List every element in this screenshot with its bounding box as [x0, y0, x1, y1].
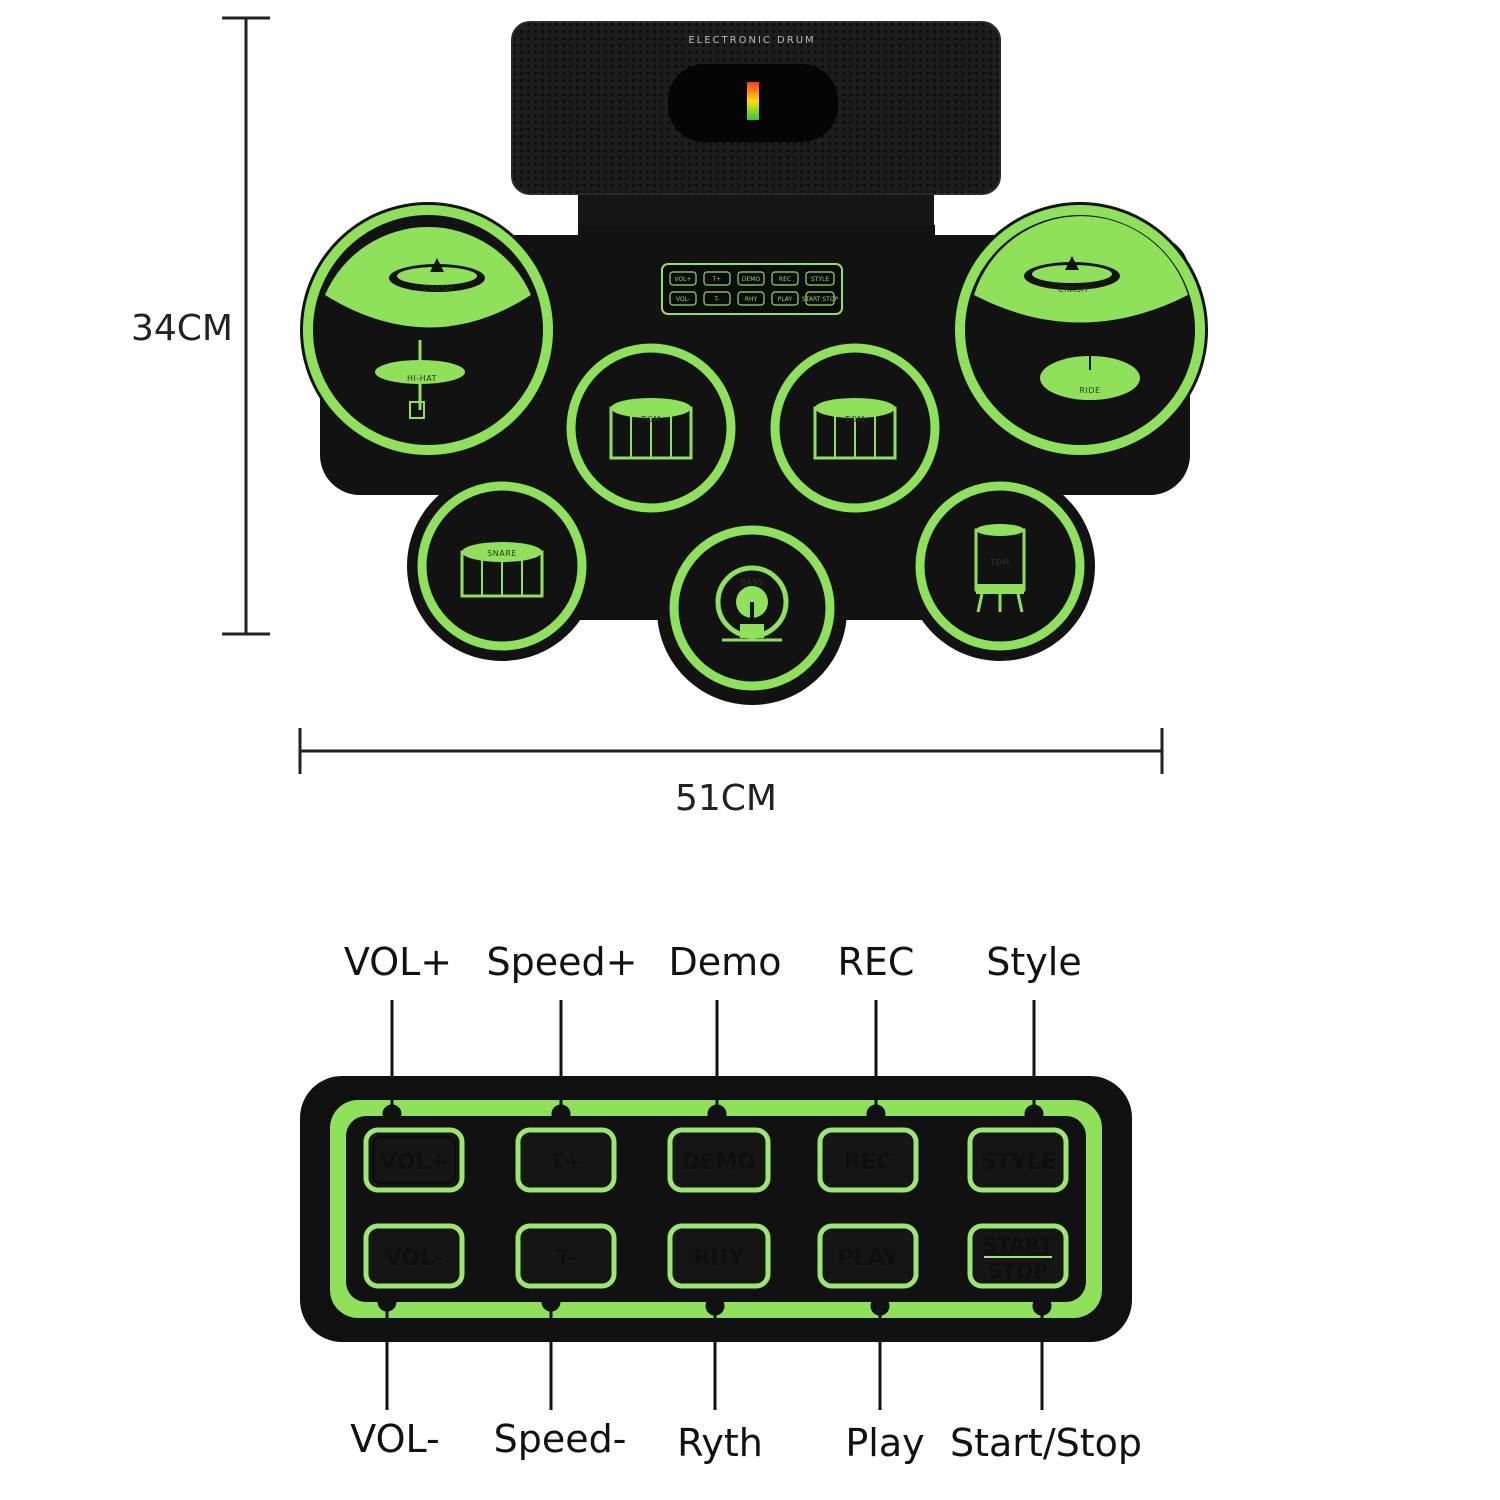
callouts-bottom — [377, 1292, 1052, 1410]
pad-label-tom-1: TOM — [640, 415, 661, 424]
pad-tom-1[interactable]: TOM — [566, 343, 736, 513]
bottom-button-start-stop[interactable]: START STOP — [967, 1223, 1069, 1289]
pad-label-bass: BASS — [740, 578, 763, 587]
mini-label-play: PLAY — [778, 296, 793, 303]
button-label-style: STYLE — [980, 1150, 1056, 1175]
width-dimension: 51CM — [298, 728, 1164, 819]
button-label-rhy: RHY — [693, 1246, 745, 1271]
callouts-top — [382, 1000, 1044, 1124]
mini-label-vol-minus: VOL- — [676, 296, 690, 303]
speaker-label: ELECTRONIC DRUM — [688, 35, 815, 46]
pad-crash-ride-right[interactable]: CRASH RIDE — [955, 205, 1205, 455]
callout-rec: REC — [838, 940, 915, 984]
height-dimension: 34CM — [131, 16, 270, 636]
callout-vol-minus: VOL- — [350, 1417, 439, 1461]
callout-speed-plus: Speed+ — [487, 940, 638, 984]
mini-buttons-bottom: VOL- T- RHY PLAY START STOP — [669, 291, 839, 306]
pad-label-crash-right: CRASH — [1058, 285, 1088, 294]
mini-label-rhy: RHY — [745, 296, 758, 303]
mini-label-style: STYLE — [811, 276, 829, 283]
callout-ryth: Ryth — [677, 1421, 763, 1465]
pad-tom-2[interactable]: TOM — [770, 343, 940, 513]
mini-label-demo: DEMO — [742, 276, 761, 283]
pad-bass[interactable]: BASS — [669, 525, 835, 691]
mini-label-start-stop: START STOP — [802, 296, 839, 303]
top-button-style[interactable]: STYLE — [967, 1127, 1069, 1193]
callout-play: Play — [845, 1421, 924, 1465]
button-label-start: START — [983, 1233, 1053, 1257]
bottom-button-t-minus[interactable]: T- — [515, 1223, 617, 1289]
mini-label-vol-plus: VOL+ — [674, 276, 691, 283]
bottom-button-play[interactable]: PLAY — [817, 1223, 919, 1289]
height-label: 34CM — [131, 308, 233, 349]
pad-label-tom-2: TOM — [844, 415, 865, 424]
button-label-t-plus: T+ — [549, 1150, 582, 1175]
button-label-vol-minus: VOL- — [385, 1246, 444, 1271]
level-meter — [747, 82, 759, 120]
top-button-vol-plus[interactable]: VOL+ — [363, 1127, 465, 1193]
callout-demo: Demo — [669, 940, 782, 984]
pad-label-snare: SNARE — [487, 549, 517, 558]
mini-label-t-minus: T- — [713, 296, 719, 303]
speaker-unit: ELECTRONIC DRUM — [511, 21, 1001, 250]
width-label: 51CM — [675, 778, 777, 819]
callout-style: Style — [986, 940, 1081, 984]
pad-floor-tom[interactable]: TOM — [915, 481, 1085, 651]
button-label-vol-plus: VOL+ — [380, 1150, 448, 1175]
mini-label-t-plus: T+ — [712, 276, 722, 283]
button-label-rec: REC — [844, 1150, 892, 1175]
top-button-t-plus[interactable]: T+ — [515, 1127, 617, 1193]
mini-buttons-top: VOL+ T+ DEMO REC STYLE — [669, 271, 835, 286]
top-button-demo[interactable]: DEMO — [667, 1127, 771, 1193]
bottom-button-rhy[interactable]: RHY — [667, 1223, 771, 1289]
pad-label-crash-left: CRASH — [423, 284, 453, 293]
callout-speed-minus: Speed- — [494, 1417, 627, 1461]
bottom-button-vol-minus[interactable]: VOL- — [363, 1223, 465, 1289]
button-label-demo: DEMO — [682, 1150, 756, 1175]
pad-label-floor-tom: TOM — [989, 558, 1010, 567]
pad-snare[interactable]: SNARE — [417, 481, 587, 651]
pad-label-ride: RIDE — [1079, 386, 1100, 395]
pad-label-hihat: HI-HAT — [407, 374, 437, 383]
button-label-t-minus: T- — [556, 1246, 577, 1271]
callout-vol-plus: VOL+ — [344, 940, 452, 984]
top-button-rec[interactable]: REC — [817, 1127, 919, 1193]
button-label-play: PLAY — [838, 1246, 900, 1271]
pad-crash-hihat-left[interactable]: CRASH HI-HAT — [303, 205, 553, 455]
mini-control-panel: VOL+ T+ DEMO REC STYLE VOL- T- RHY PLAY … — [661, 263, 843, 315]
mini-label-rec: REC — [779, 276, 791, 283]
callout-start-stop: Start/Stop — [950, 1421, 1142, 1465]
button-label-stop: STOP — [988, 1259, 1048, 1283]
